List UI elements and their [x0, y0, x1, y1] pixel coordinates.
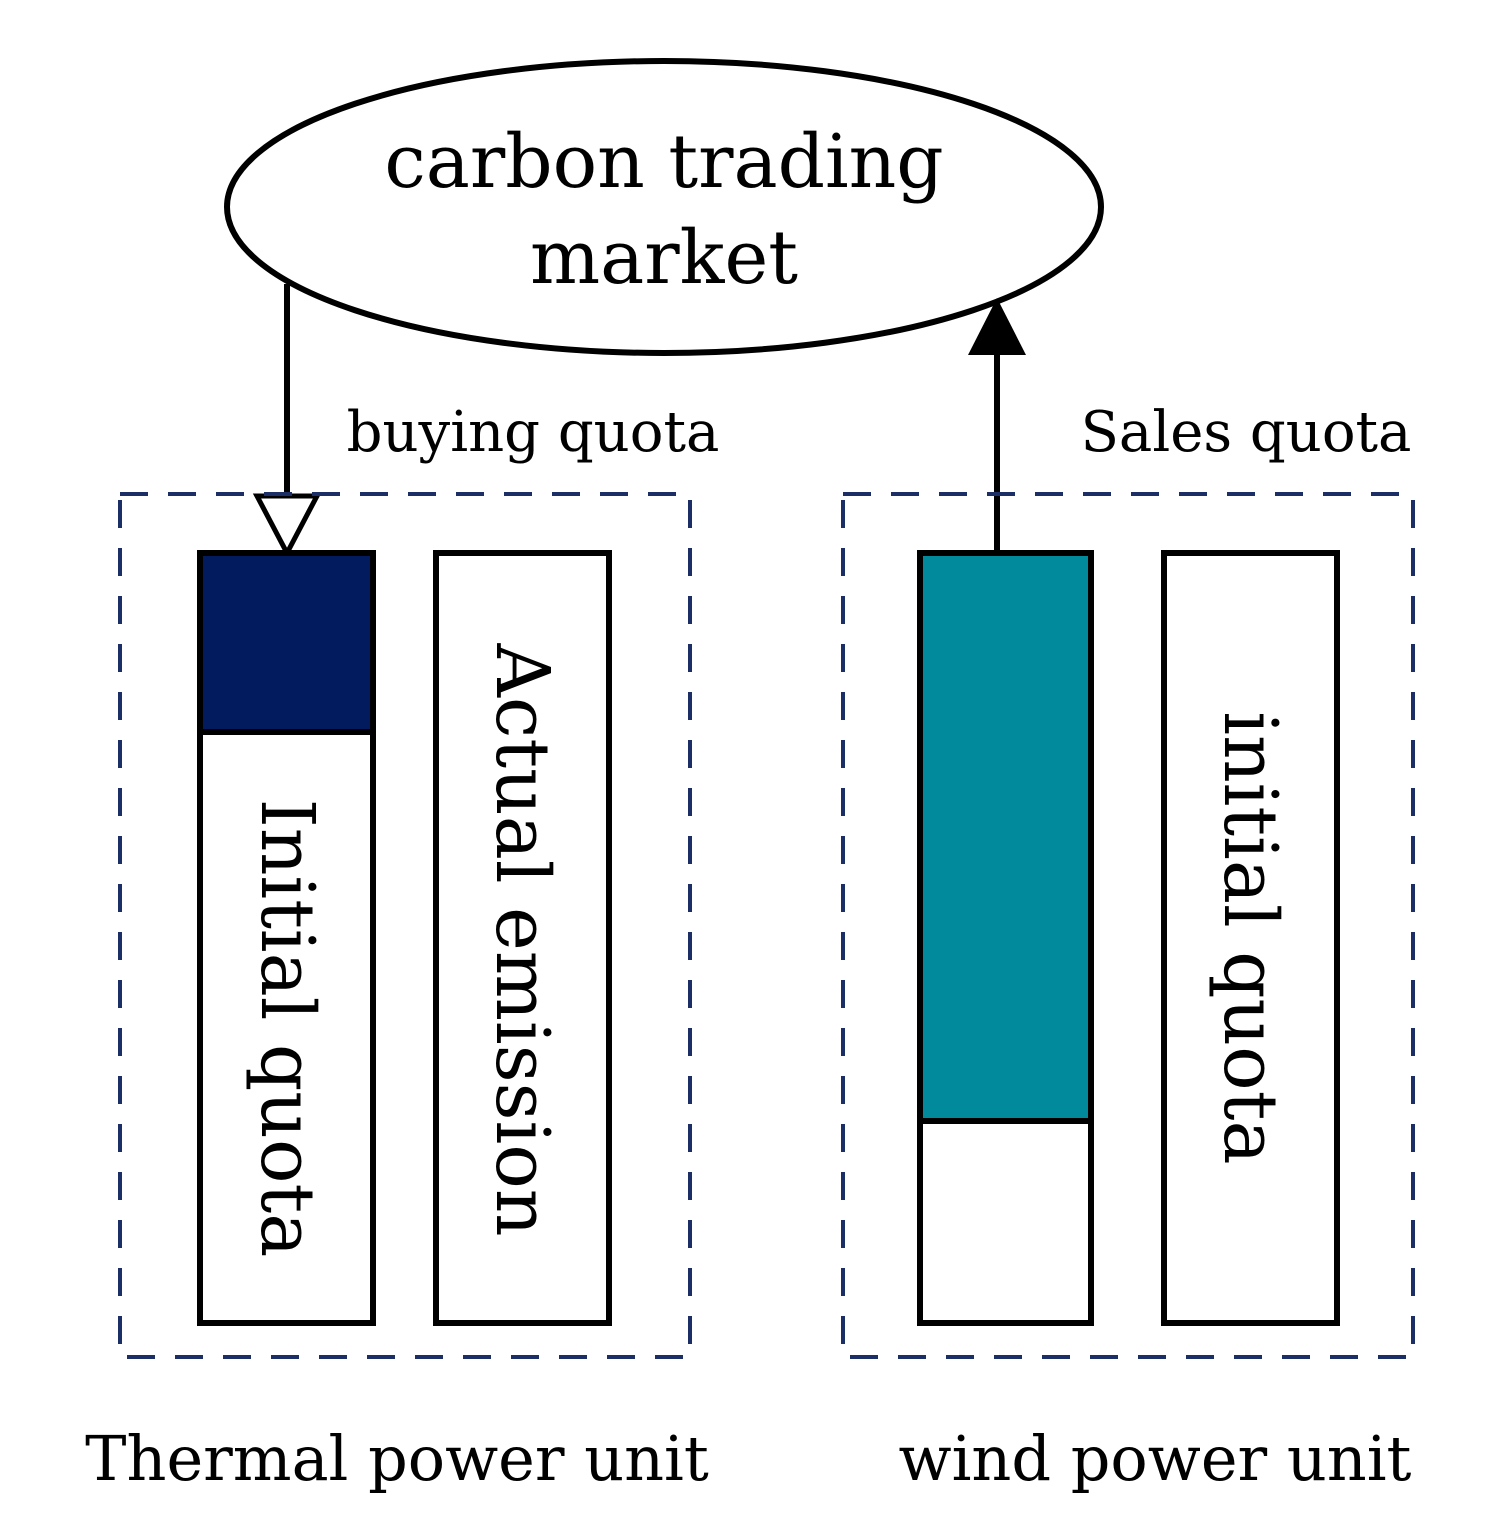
wind-initial-quota-label: initial quota: [1207, 711, 1293, 1164]
wind-initial-quota-bar: [1161, 550, 1340, 1326]
thermal-actual-emission-bar: [433, 550, 612, 1326]
buying-arrow: [252, 284, 322, 559]
wind-unit-caption: wind power unit: [899, 1422, 1412, 1495]
sales-quota-label: Sales quota: [1081, 400, 1412, 465]
wind-sold-quota-fill: [917, 550, 1094, 1124]
buying-quota-label: buying quota: [347, 400, 720, 465]
thermal-initial-quota-label: Initial quota: [244, 799, 330, 1258]
thermal-purchased-quota-fill: [197, 550, 376, 735]
wind-unit-group: initial quota: [841, 492, 1415, 1359]
sales-arrowhead: [968, 298, 1026, 355]
thermal-unit-group: Initial quota Actual emission: [118, 492, 692, 1359]
thermal-actual-emission-label: Actual emission: [479, 642, 565, 1236]
carbon-market-label-line2: market: [530, 215, 798, 301]
thermal-unit-caption: Thermal power unit: [85, 1422, 709, 1495]
carbon-market-ellipse: [224, 58, 1104, 356]
carbon-market-label-line1: carbon trading: [384, 119, 943, 205]
sales-arrow: [968, 298, 1026, 552]
buying-arrowhead: [252, 493, 322, 559]
carbon-market-node: carbon trading market: [224, 58, 1104, 356]
